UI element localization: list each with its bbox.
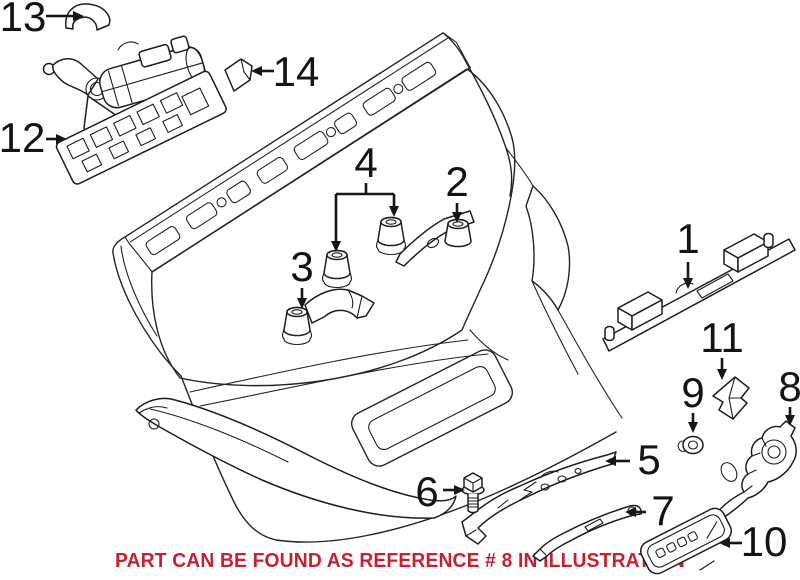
svg-text:8: 8 — [778, 363, 800, 410]
svg-text:6: 6 — [415, 468, 438, 515]
part-1-trim-strip — [602, 232, 796, 352]
part-10-emblem-plate — [639, 507, 733, 575]
svg-text:14: 14 — [273, 48, 320, 95]
part-6-hex-bolt — [461, 472, 485, 514]
svg-text:2: 2 — [445, 158, 468, 205]
emblem-marks-icon — [655, 531, 698, 559]
svg-text:4: 4 — [354, 139, 377, 186]
svg-text:11: 11 — [700, 314, 744, 361]
tailgate-illustration — [112, 32, 623, 543]
svg-text:3: 3 — [290, 243, 313, 290]
part-9-grommet — [677, 435, 704, 455]
svg-text:1: 1 — [676, 215, 699, 262]
part-11-wedge-bracket — [712, 376, 750, 420]
callout-5: 5 — [605, 436, 661, 483]
callouts: 1 2 3 4 5 6 7 8 — [0, 0, 800, 565]
part-5-upper-bracket — [461, 451, 617, 545]
part-4-buffer-pair — [321, 216, 407, 289]
svg-text:5: 5 — [637, 436, 660, 483]
callout-12: 12 — [0, 114, 67, 161]
part-3-buffer-hook-bracket — [281, 288, 375, 346]
callout-1: 1 — [676, 215, 700, 289]
callout-14: 14 — [251, 48, 319, 95]
callout-7: 7 — [625, 487, 675, 534]
svg-text:12: 12 — [0, 114, 45, 161]
svg-text:10: 10 — [741, 518, 788, 565]
callout-8: 8 — [778, 363, 800, 426]
callout-2: 2 — [445, 158, 469, 223]
part-8-lock-actuator — [715, 420, 797, 520]
part-14-mounting-bracket — [55, 58, 253, 185]
callout-9: 9 — [681, 369, 705, 433]
callout-13: 13 — [0, 0, 84, 40]
callout-6: 6 — [415, 468, 465, 515]
svg-text:9: 9 — [681, 369, 704, 416]
caption: PART CAN BE FOUND AS REFERENCE # 8 IN IL… — [115, 550, 685, 572]
svg-text:13: 13 — [0, 0, 46, 40]
svg-text:7: 7 — [651, 487, 674, 534]
part-2-buffer-bracket — [395, 210, 475, 267]
part-13-retaining-clip — [65, 3, 111, 31]
callout-11: 11 — [700, 314, 744, 380]
callout-3: 3 — [290, 243, 314, 309]
callout-4: 4 — [331, 139, 399, 252]
callout-10: 10 — [719, 518, 787, 565]
